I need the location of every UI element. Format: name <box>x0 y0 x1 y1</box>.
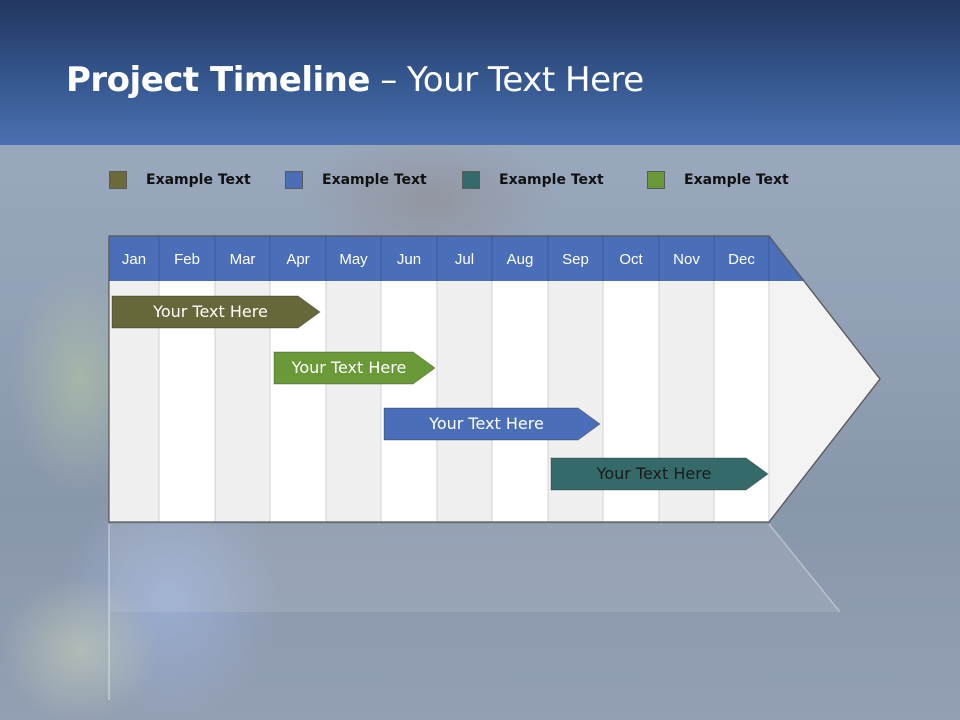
task-bar-label-4: Your Text Here <box>596 464 712 483</box>
legend-item-3: Example Text <box>462 170 604 190</box>
month-label-jul: Jul <box>455 251 474 268</box>
slide-title: Project Timeline – Your Text Here <box>66 60 644 100</box>
task-bar-4 <box>550 457 769 491</box>
month-label-oct: Oct <box>619 251 643 268</box>
task-bar-label-1: Your Text Here <box>153 302 268 321</box>
task-bar-label-2: Your Text Here <box>291 358 407 377</box>
task-bar-3 <box>383 407 601 441</box>
timeline-reflection-diagonal <box>768 523 841 613</box>
timeline-month-column <box>437 281 492 522</box>
timeline-arrow-outline <box>108 235 881 523</box>
timeline-reflection-shape <box>109 524 840 612</box>
task-bar-label-3: Your Text Here <box>429 414 544 433</box>
timeline-reflection <box>109 524 840 612</box>
legend-label-2: Example Text <box>322 172 427 188</box>
legend-swatch-3 <box>462 171 480 189</box>
slide-title-rest: – Your Text Here <box>369 60 644 100</box>
month-label-may: May <box>339 251 368 268</box>
month-label-dec: Dec <box>728 251 755 268</box>
timeline-month-column <box>381 281 437 522</box>
month-label-aug: Aug <box>507 251 534 268</box>
legend-swatch-2 <box>285 171 303 189</box>
legend-item-4: Example Text <box>647 170 789 190</box>
timeline-header-band <box>109 236 805 281</box>
month-label-mar: Mar <box>230 251 256 268</box>
month-label-feb: Feb <box>174 251 200 268</box>
title-bar: Project Timeline – Your Text Here <box>0 0 960 145</box>
timeline-month-column <box>492 281 548 522</box>
slide-title-bold: Project Timeline <box>66 60 370 100</box>
task-bar-2 <box>273 351 436 385</box>
month-label-sep: Sep <box>562 251 589 268</box>
month-label-jun: Jun <box>397 251 421 268</box>
month-label-jan: Jan <box>122 251 146 268</box>
month-label-apr: Apr <box>286 251 309 268</box>
month-label-nov: Nov <box>673 251 700 268</box>
legend-label-1: Example Text <box>146 172 251 188</box>
legend-item-1: Example Text <box>109 170 251 190</box>
photo-bouquet-region <box>0 575 160 720</box>
legend-item-2: Example Text <box>285 170 427 190</box>
legend-swatch-1 <box>109 171 127 189</box>
timeline-month-column <box>326 281 381 522</box>
task-bar-1 <box>111 295 321 329</box>
legend-label-4: Example Text <box>684 172 789 188</box>
legend-swatch-4 <box>647 171 665 189</box>
legend-label-3: Example Text <box>499 172 604 188</box>
